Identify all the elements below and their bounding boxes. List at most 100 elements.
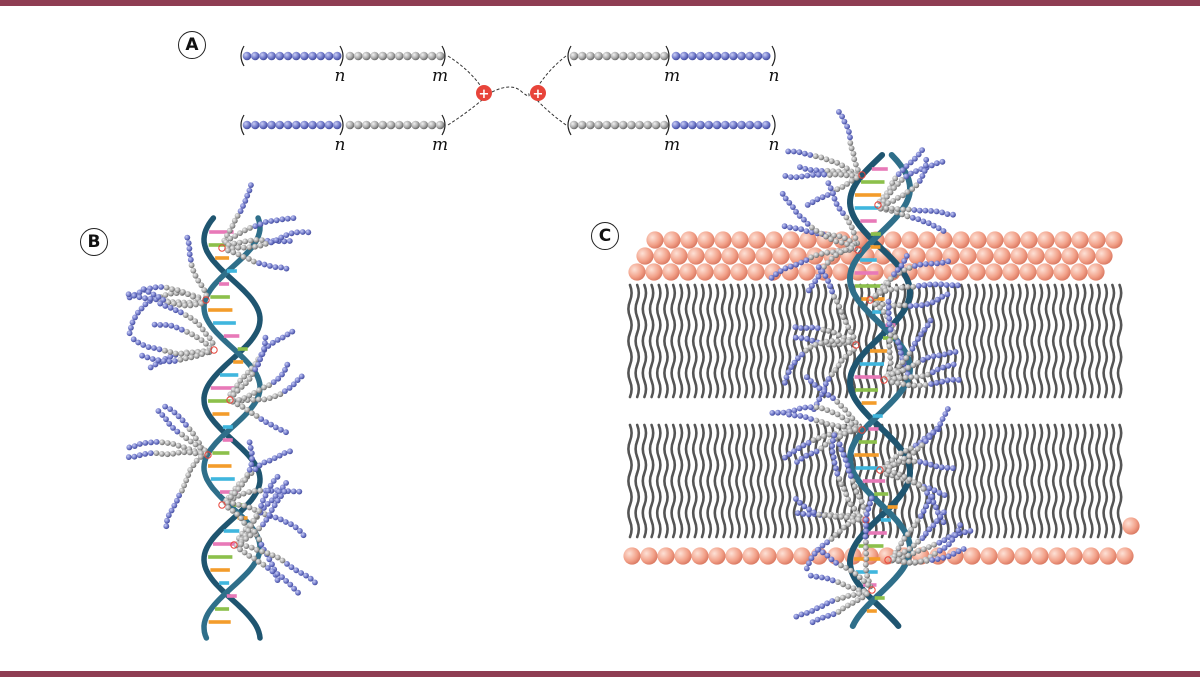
linker xyxy=(536,99,567,126)
bead xyxy=(602,120,612,130)
bead xyxy=(906,264,913,271)
bead xyxy=(618,51,628,61)
bead xyxy=(852,235,859,241)
bead xyxy=(891,469,898,476)
lipid-head xyxy=(680,231,698,249)
bead xyxy=(166,420,173,427)
bead xyxy=(782,454,788,461)
bead xyxy=(930,353,937,360)
bead xyxy=(903,253,910,259)
bead xyxy=(824,192,831,198)
lipid-head xyxy=(1010,247,1028,265)
bead xyxy=(887,360,894,366)
bead xyxy=(791,359,798,366)
bead xyxy=(160,358,167,364)
lipid-head xyxy=(968,263,986,281)
bead xyxy=(901,474,908,480)
bead xyxy=(930,429,937,436)
lipid-tail xyxy=(634,423,641,539)
lipid-tail xyxy=(979,423,986,539)
bead xyxy=(922,438,929,444)
bead xyxy=(136,289,143,296)
bead xyxy=(275,120,285,130)
bead xyxy=(197,444,204,451)
bead xyxy=(807,572,814,579)
bead xyxy=(163,416,169,423)
bead xyxy=(838,239,845,246)
charge-marker xyxy=(218,244,226,252)
bead xyxy=(839,414,846,421)
lipid-tail xyxy=(792,283,799,399)
bead xyxy=(259,237,265,244)
bead xyxy=(125,291,132,298)
bead xyxy=(818,154,825,161)
bead xyxy=(917,261,924,268)
bead xyxy=(908,445,914,452)
lipid-head xyxy=(1019,263,1037,281)
bead xyxy=(246,376,253,382)
bead xyxy=(937,513,944,520)
bead xyxy=(268,507,275,513)
base-pair xyxy=(213,321,236,325)
bead xyxy=(187,302,194,309)
bead xyxy=(920,508,927,515)
lipid-tail xyxy=(1037,423,1044,539)
bead xyxy=(259,120,268,130)
bead xyxy=(192,441,199,448)
bead xyxy=(924,371,931,378)
bead xyxy=(923,261,929,267)
bead xyxy=(911,479,918,486)
bead xyxy=(952,349,959,355)
lipid-tail xyxy=(1059,283,1065,399)
bead xyxy=(370,51,379,61)
bead xyxy=(175,442,182,449)
lipid-head xyxy=(1087,263,1105,281)
bead xyxy=(851,483,858,490)
bead xyxy=(915,216,922,223)
bead xyxy=(834,470,841,477)
bead xyxy=(155,408,162,414)
bead xyxy=(854,597,861,604)
bead xyxy=(925,354,931,361)
bead xyxy=(908,170,914,177)
bead xyxy=(231,217,238,224)
bead xyxy=(809,337,816,344)
bead xyxy=(919,173,926,179)
bead xyxy=(266,556,273,563)
bead xyxy=(812,341,819,348)
bead xyxy=(797,499,803,506)
bead xyxy=(877,205,884,212)
bead xyxy=(800,511,807,517)
bead xyxy=(863,511,870,518)
bead xyxy=(895,545,902,552)
bead xyxy=(688,51,697,61)
lipid-tail xyxy=(634,283,641,399)
bead xyxy=(928,381,934,387)
bead xyxy=(886,349,893,355)
bead xyxy=(279,334,286,341)
bead xyxy=(267,120,276,130)
bead xyxy=(138,305,145,312)
bead xyxy=(262,240,269,247)
base-pair xyxy=(871,167,888,171)
bead xyxy=(924,490,930,496)
bead xyxy=(826,431,833,438)
bead xyxy=(279,574,285,580)
bead xyxy=(809,282,815,289)
bead xyxy=(821,171,828,178)
bead xyxy=(829,443,836,449)
bead xyxy=(915,282,922,289)
base-pair xyxy=(887,505,898,509)
lipid-head xyxy=(918,231,936,249)
bead xyxy=(248,450,255,457)
bead xyxy=(933,463,940,470)
bead xyxy=(814,546,821,553)
bead xyxy=(832,532,839,538)
lipid-tail xyxy=(1059,423,1065,539)
bead xyxy=(282,388,288,394)
bead xyxy=(840,451,847,458)
lipid-head xyxy=(687,247,705,265)
bead xyxy=(832,367,839,373)
bead xyxy=(234,382,241,389)
bead xyxy=(899,284,905,291)
